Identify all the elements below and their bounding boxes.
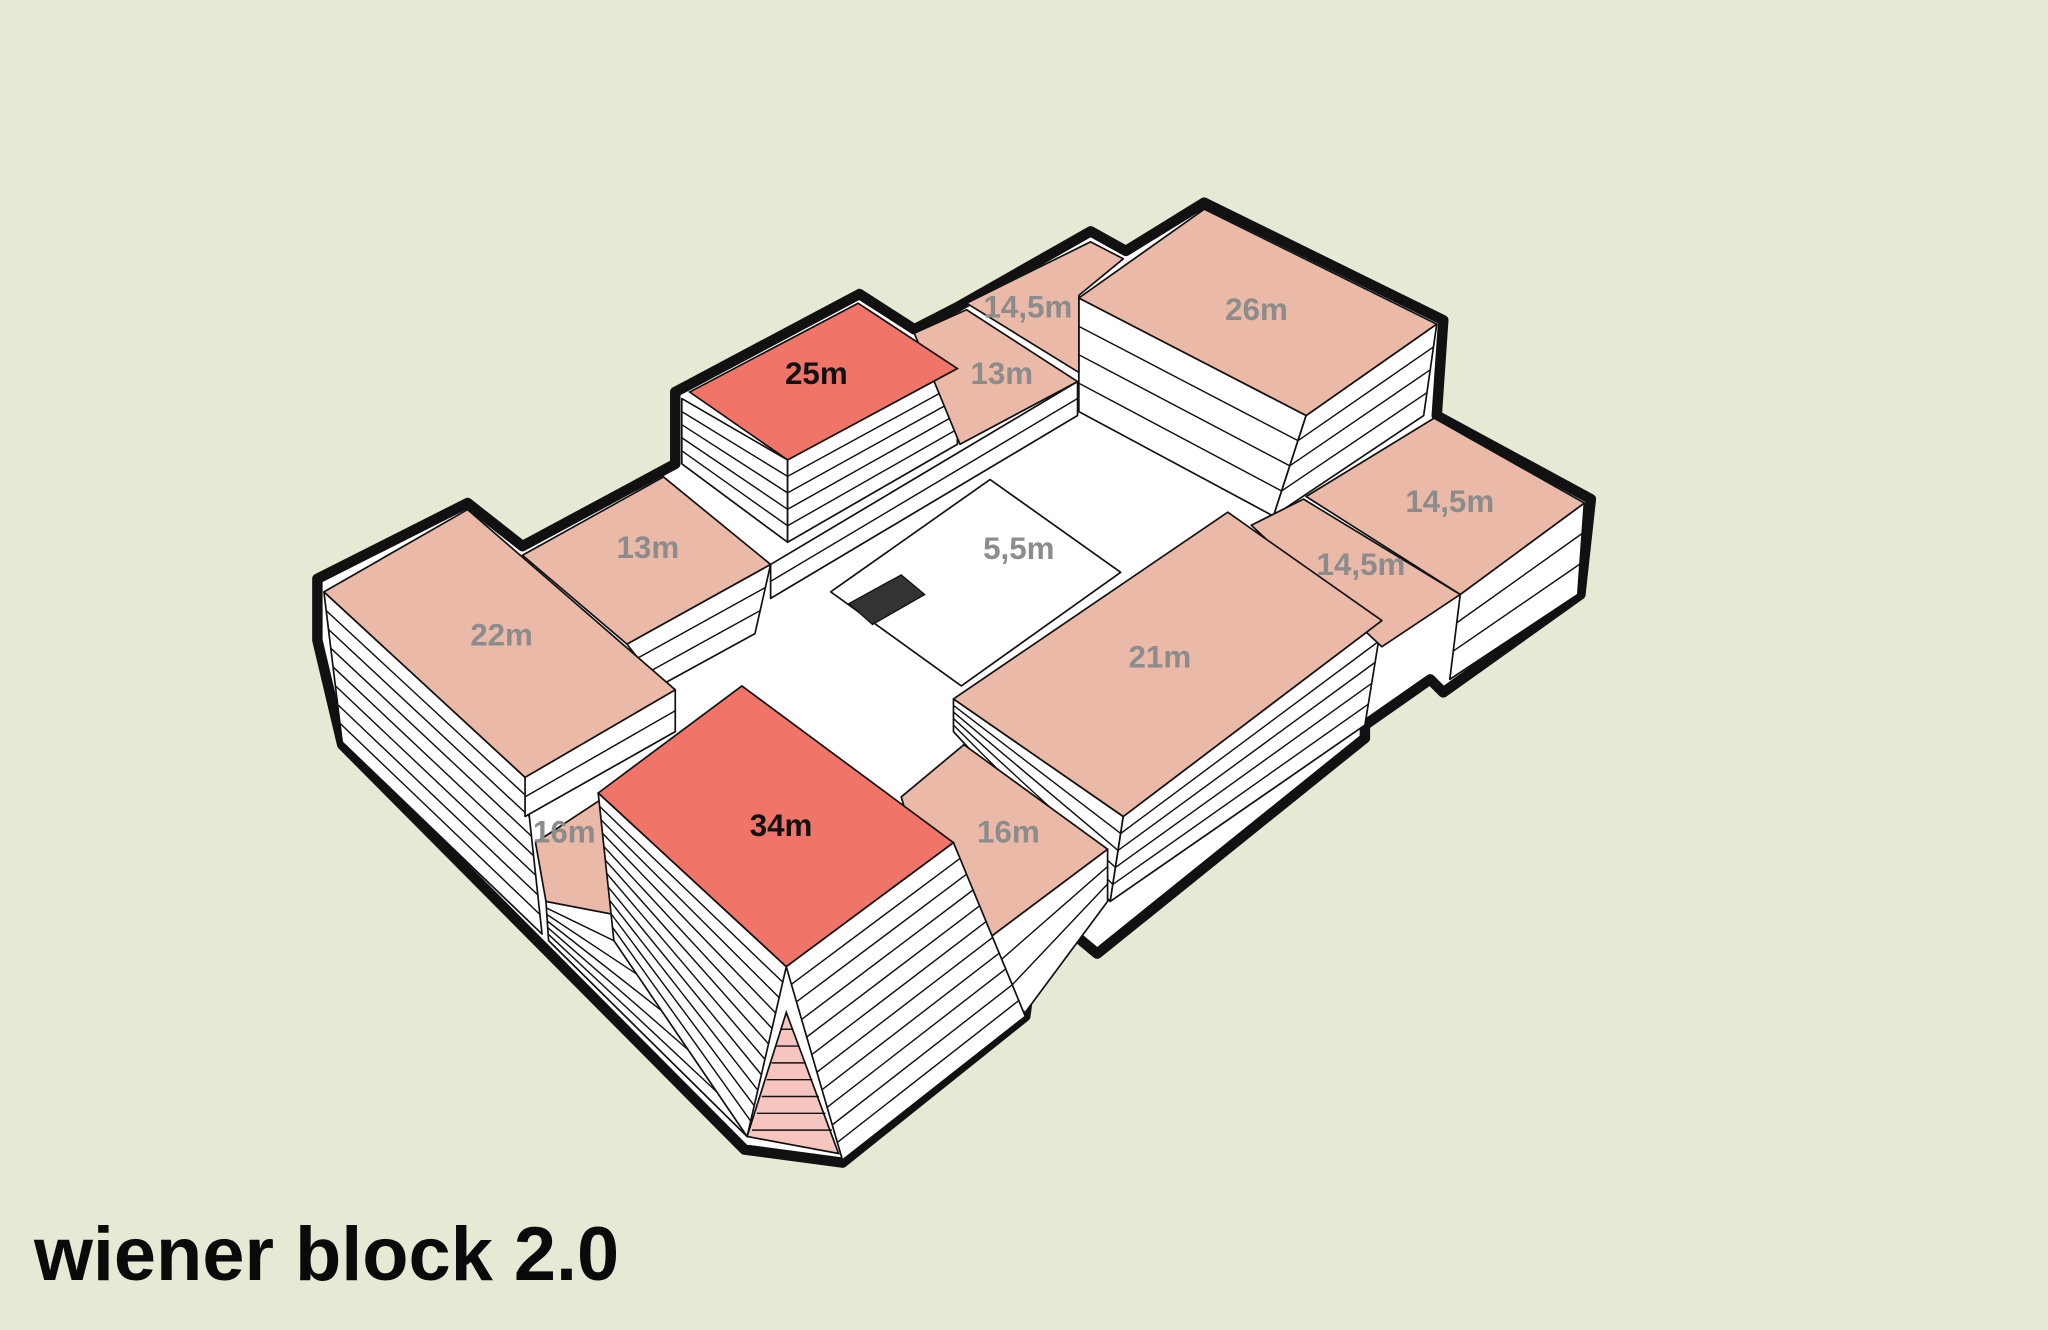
floor-line <box>609 899 759 1091</box>
floor-line <box>332 666 535 857</box>
floor-line <box>599 805 784 983</box>
floor-line <box>603 846 773 1029</box>
floor-line <box>611 926 752 1122</box>
roof-east-outer <box>1305 417 1586 596</box>
label-northwest: 13m <box>616 530 679 565</box>
roof-north-mid <box>913 308 1079 446</box>
floor-line <box>547 926 704 1064</box>
floor-line <box>790 857 961 985</box>
floor-line <box>1078 354 1291 467</box>
floor-line <box>796 873 967 1003</box>
label-north-small: 14,5m <box>983 290 1072 325</box>
facade-tower-south-right <box>785 841 1027 1161</box>
floor-line <box>1120 640 1379 835</box>
label-east-inner: 14,5m <box>1317 547 1406 582</box>
floor-line <box>681 410 788 478</box>
floor-line <box>801 889 974 1021</box>
floor-line <box>770 397 1078 583</box>
floor-line <box>604 859 770 1045</box>
label-northeast: 26m <box>1225 292 1288 327</box>
floor-line <box>681 450 789 527</box>
floor-line <box>681 424 788 494</box>
floor-line <box>334 685 537 876</box>
atrium-floor-lines <box>751 1028 832 1131</box>
facade-group <box>323 297 1586 1138</box>
floor-line <box>1078 325 1299 442</box>
atrium-triangle <box>746 1009 840 1155</box>
floor-line <box>524 710 676 798</box>
floor-line <box>831 984 1013 1126</box>
roof-west-wing <box>323 508 677 779</box>
roof-tower-north <box>687 302 960 461</box>
floor-line <box>1112 703 1369 886</box>
floor-line <box>1456 532 1583 624</box>
floor-line <box>1289 369 1431 467</box>
floor-line <box>681 437 788 510</box>
floor-line <box>600 819 780 999</box>
floor-line <box>601 832 777 1014</box>
label-tower-south: 34m <box>750 808 813 843</box>
floor-line <box>806 905 981 1038</box>
floor-line <box>328 628 530 818</box>
floor-line <box>836 999 1020 1144</box>
label-east-outer: 14,5m <box>1405 484 1494 519</box>
roof-northeast <box>1078 208 1438 417</box>
floor-line <box>953 711 1119 852</box>
label-south-left: 16m <box>533 815 596 850</box>
floor-line <box>606 873 766 1060</box>
floor-line <box>1297 346 1434 442</box>
floor-line <box>953 704 1122 835</box>
floor-line <box>337 703 539 896</box>
floor-line <box>787 413 958 510</box>
floor-line <box>546 920 681 1027</box>
floor-line <box>787 383 958 478</box>
floor-line <box>325 610 528 798</box>
label-courtyard: 5,5m <box>983 531 1054 566</box>
floor-line <box>1115 682 1373 869</box>
diagram-title: wiener block 2.0 <box>33 1212 619 1297</box>
label-west-wing: 22m <box>470 617 533 652</box>
floor-line <box>826 968 1007 1108</box>
floor-line <box>1281 392 1428 492</box>
floor-line <box>999 883 1109 998</box>
floor-line <box>811 921 987 1056</box>
floor-line <box>787 428 958 527</box>
floor-line <box>648 609 761 673</box>
floor-line <box>547 933 726 1101</box>
stair-icon <box>847 574 926 626</box>
roof-center-east <box>952 511 1383 818</box>
roof-northwest <box>521 476 772 645</box>
roof-north-small <box>965 240 1125 374</box>
floor-line <box>330 647 532 837</box>
floor-line <box>1117 661 1376 852</box>
floor-line <box>1452 563 1581 652</box>
label-center-east: 21m <box>1128 640 1191 675</box>
label-north-mid: 13m <box>970 356 1033 391</box>
floor-line <box>607 886 762 1076</box>
label-south-right: 16m <box>977 815 1040 850</box>
courtyard-roof <box>829 478 1122 687</box>
floor-line <box>637 586 766 659</box>
floor-line <box>816 936 994 1073</box>
tower-facade-group <box>597 792 1027 1161</box>
floor-line <box>821 952 1000 1091</box>
floor-line <box>339 722 541 915</box>
floor-line <box>1078 382 1282 492</box>
label-tower-north: 25m <box>785 356 848 391</box>
floor-line <box>610 913 755 1107</box>
floor-line <box>787 398 958 494</box>
